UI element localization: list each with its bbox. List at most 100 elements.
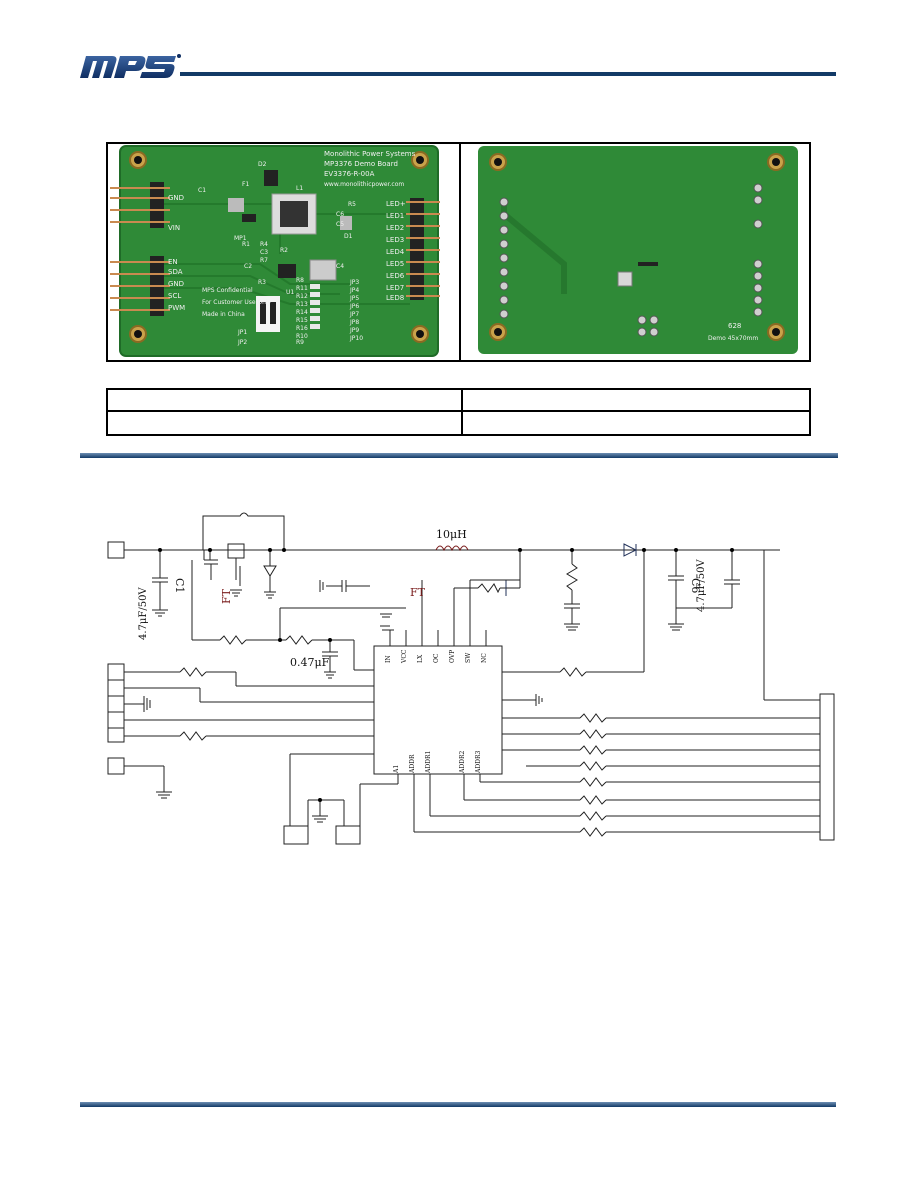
back-pin-row-left — [499, 197, 509, 319]
jumper-jp1 — [283, 825, 309, 845]
ic-pin-addr1: ADDR1 — [425, 751, 432, 774]
header-rule — [180, 72, 836, 76]
silk-r1: R1 — [242, 241, 250, 248]
silk-c6: C6 — [336, 211, 344, 218]
silk-confidential: MPS Confidential — [202, 287, 253, 294]
silk-back-number: 628 — [728, 322, 741, 330]
silk-led3: LED3 — [386, 236, 404, 244]
back-board-photo: 628 Demo 45x70mm — [464, 144, 808, 358]
silk-led8: LED8 — [386, 294, 404, 302]
inductor-label: 10μH — [436, 528, 467, 541]
power-header — [110, 182, 170, 228]
silk-part-number: EV3376-R-00A — [324, 170, 375, 178]
jumper-jp2 — [335, 825, 361, 845]
back-pin-row-right — [753, 183, 763, 317]
silk-r11: R11 — [296, 285, 308, 292]
vin-connector — [107, 541, 125, 559]
photo-divider — [459, 142, 461, 362]
silk-jp8: JP8 — [349, 319, 359, 326]
silk-jp1: JP1 — [237, 329, 247, 336]
mps-logo — [80, 54, 181, 78]
silk-u1: U1 — [286, 289, 294, 296]
silk-website: www.monolithicpower.com — [324, 181, 404, 188]
section-rule — [80, 453, 838, 458]
silk-jp10: JP10 — [349, 335, 363, 342]
ic-pin-in: IN — [385, 655, 392, 663]
silk-jp5: JP5 — [349, 295, 359, 302]
silk-r7: R7 — [260, 257, 268, 264]
nc-label-1: FT — [220, 588, 233, 604]
ic-pin-vcc: VCC — [401, 649, 408, 664]
cap-label: 0.47μF — [290, 656, 330, 669]
ic-pin-addr3: ADDR3 — [475, 751, 482, 774]
silk-led4: LED4 — [386, 248, 405, 256]
front-board-photo: Monolithic Power Systems MP3376 Demo Boa… — [110, 144, 440, 358]
silk-c2: C2 — [244, 263, 252, 270]
silk-r5: R5 — [348, 201, 356, 208]
silk-r9: R9 — [296, 339, 304, 346]
silk-r14: R14 — [296, 309, 308, 316]
ic-pin-ovp: OVP — [449, 650, 456, 663]
ic-pin-sw: SW — [465, 652, 472, 663]
silk-made-in: Made in China — [202, 311, 245, 318]
ic-pin-lx: LX — [417, 654, 424, 663]
silk-led2: LED2 — [386, 224, 404, 232]
nc-label-2: FT — [410, 586, 426, 599]
led-header — [406, 198, 440, 300]
silk-customer-use: For Customer Use Only — [202, 299, 272, 306]
silk-jp3: JP3 — [349, 279, 359, 286]
silk-pwm: PWM — [168, 304, 185, 312]
schematic: 10μH FT FT 0.47μF C1 4.7μF/50V C6 4.7μF/… — [107, 512, 835, 845]
silk-mp1: MP1 — [234, 235, 247, 242]
silk-d1: D1 — [344, 233, 353, 240]
silk-vin: VIN — [168, 224, 180, 232]
silk-r2: R2 — [280, 247, 288, 254]
silk-led7: LED7 — [386, 284, 404, 292]
silk-sda: SDA — [168, 268, 183, 276]
silk-c4: C4 — [336, 263, 344, 270]
silk-f1: F1 — [242, 181, 249, 188]
silk-jp2: JP2 — [237, 339, 247, 346]
aux-connector — [107, 757, 125, 775]
silk-en: EN — [168, 258, 178, 266]
silk-company: Monolithic Power Systems — [324, 150, 416, 158]
silk-jp4: JP4 — [349, 287, 359, 294]
silk-led1: LED1 — [386, 212, 404, 220]
c1-label: C1 — [173, 578, 186, 593]
ic-pin-oc: OC — [433, 653, 440, 663]
ic-pin-addr: ADDR — [409, 754, 416, 774]
silk-r3: R3 — [258, 279, 266, 286]
silk-c3: C3 — [260, 249, 268, 256]
c6-label: C6 — [689, 578, 702, 593]
silk-jp9: JP9 — [349, 327, 359, 334]
ic-u1 — [373, 645, 503, 775]
silk-r10: R10 — [296, 333, 308, 340]
silk-d2: D2 — [258, 161, 267, 168]
ic-pin-nc: NC — [481, 653, 488, 663]
c1-value: 4.7μF/50V — [138, 587, 149, 640]
silk-c5: C5 — [336, 221, 344, 228]
led-connector — [819, 693, 835, 841]
silk-c1: C1 — [198, 187, 206, 194]
silk-board-name: MP3376 Demo Board — [324, 160, 398, 168]
silk-back-size: Demo 45x70mm — [708, 335, 758, 342]
control-header — [110, 256, 170, 316]
silk-jp7: JP7 — [349, 311, 359, 318]
silk-r12: R12 — [296, 293, 308, 300]
c6-value: 4.7μF/50V — [696, 559, 707, 612]
silk-r8: R8 — [296, 277, 304, 284]
table-row-divider — [108, 410, 809, 412]
silk-gnd2: GND — [168, 280, 184, 288]
table-column-divider — [461, 390, 463, 434]
empty-table — [106, 388, 811, 436]
silk-jp6: JP6 — [349, 303, 359, 310]
silk-r15: R15 — [296, 317, 308, 324]
footer-rule — [80, 1102, 836, 1107]
silk-scl: SCL — [168, 292, 181, 300]
silk-r16: R16 — [296, 325, 308, 332]
ic-pin-addr2: ADDR2 — [459, 751, 466, 774]
silk-led5: LED5 — [386, 260, 404, 268]
silk-led6: LED6 — [386, 272, 405, 280]
silk-r4: R4 — [260, 241, 268, 248]
silk-led-plus: LED+ — [386, 200, 406, 208]
